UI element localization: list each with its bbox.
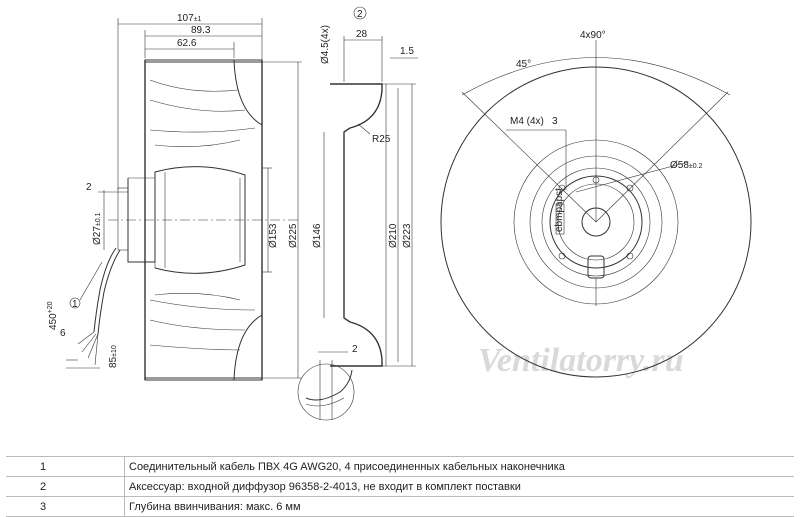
dim-d45: Ø4.5(4x) <box>320 25 331 64</box>
dim-85: 85±10 <box>108 345 119 368</box>
legend-row: 3 Глубина ввинчивания: макс. 6 мм <box>6 496 794 517</box>
dim-2-left: 2 <box>86 182 92 193</box>
legend-table: 1 Соединительный кабель ПВХ 4G AWG20, 4 … <box>6 456 794 517</box>
callout-2: 2 <box>357 9 363 20</box>
legend-text: Соединительный кабель ПВХ 4G AWG20, 4 пр… <box>124 456 794 477</box>
dim-m4: M4 (4x) <box>510 116 544 127</box>
dim-62: 62.6 <box>177 38 197 49</box>
front-view: ebmpapst 4x90° 45° M4 (4x) 3 Ø58±0.2 <box>440 30 752 378</box>
dim-d27: Ø27±0.1 <box>92 212 103 245</box>
dim-107: 107±1 <box>177 13 202 24</box>
legend-number: 2 <box>6 476 125 497</box>
dim-1-5: 1.5 <box>400 46 414 57</box>
dim-450: 450+20 <box>47 301 59 330</box>
dim-d58: Ø58±0.2 <box>670 160 703 171</box>
legend-text: Аксессуар: входной диффузор 96358-2-4013… <box>124 476 794 497</box>
callout-1: 1 <box>72 299 78 310</box>
watermark: Ventilatorry.ru <box>478 342 684 379</box>
dim-6: 6 <box>60 328 66 339</box>
dim-r25: R25 <box>372 134 391 145</box>
legend-text: Глубина ввинчивания: макс. 6 мм <box>124 496 794 517</box>
dim-d223: Ø223 <box>402 223 413 248</box>
legend-row: 1 Соединительный кабель ПВХ 4G AWG20, 4 … <box>6 456 794 477</box>
callout-3: 3 <box>552 116 558 127</box>
legend-number: 3 <box>6 496 125 517</box>
dim-28: 28 <box>356 29 368 40</box>
dim-d146: Ø146 <box>312 223 323 248</box>
dim-89: 89.3 <box>191 25 211 36</box>
technical-drawing: Ventilatorry.ru 107±1 89.3 62.6 <box>47 6 752 421</box>
legend-number: 1 <box>6 456 125 477</box>
legend-row: 2 Аксессуар: входной диффузор 96358-2-40… <box>6 476 794 497</box>
dim-d210: Ø210 <box>388 223 399 248</box>
label-ebmpapst: ebmpapst <box>554 188 565 232</box>
dim-d225: Ø225 <box>288 223 299 248</box>
side-view: 107±1 89.3 62.6 Ø153 Ø <box>47 13 302 381</box>
dim-2-detail: 2 <box>352 344 358 355</box>
dim-45: 45° <box>516 59 531 70</box>
dim-d153: Ø153 <box>268 223 279 248</box>
diffuser-view: 2 28 1.5 Ø4.5(4x) R25 Ø146 Ø210 Ø223 2 <box>297 6 418 421</box>
dim-4x90: 4x90° <box>580 30 606 41</box>
